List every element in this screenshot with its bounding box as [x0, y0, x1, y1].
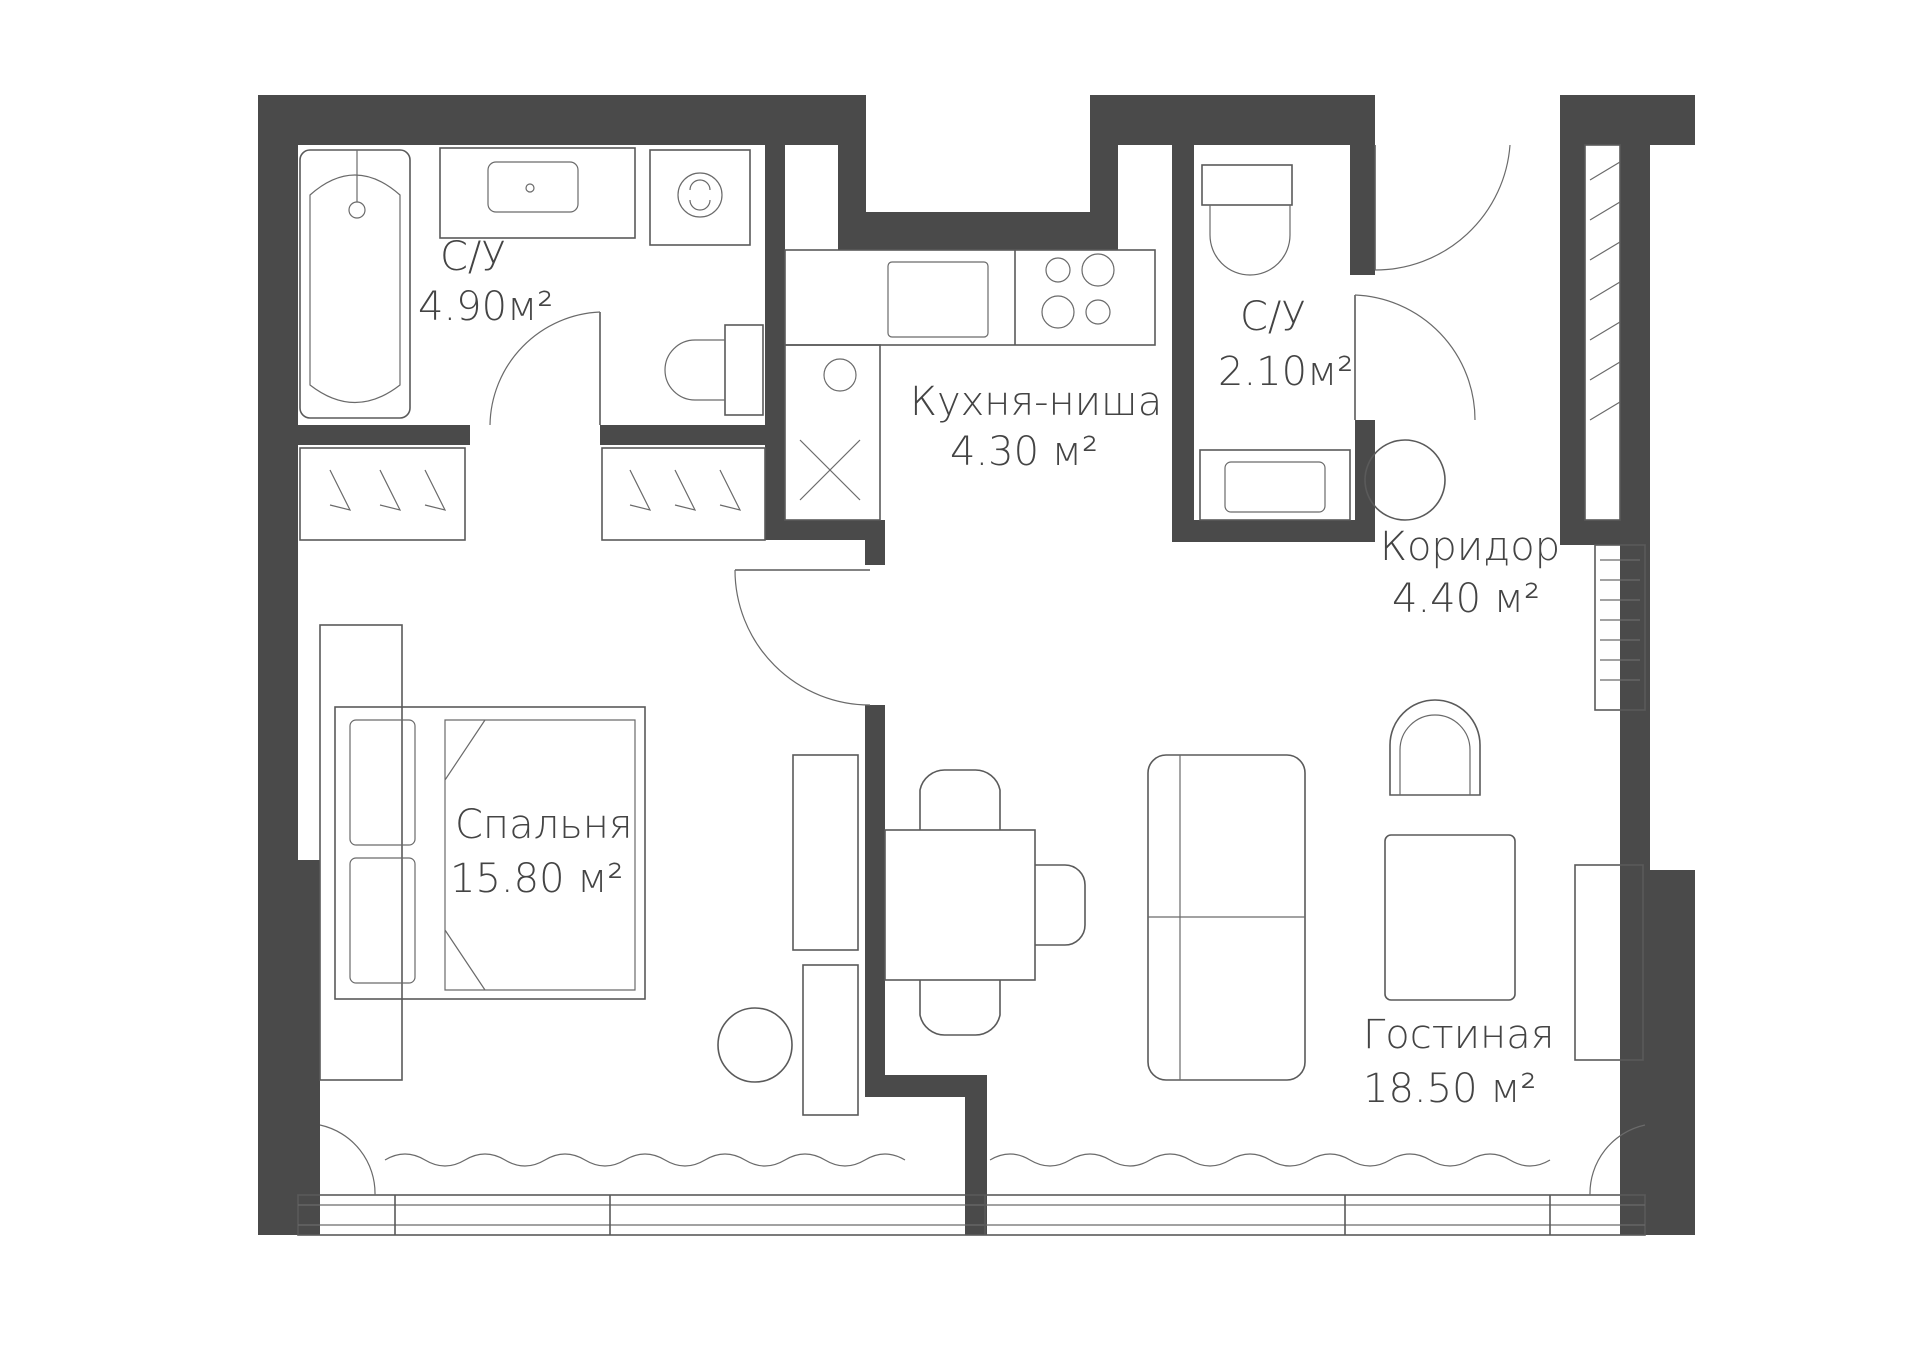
kitchen-area: 4.30 м² [950, 429, 1098, 475]
corridor-name: Коридор [1380, 524, 1560, 570]
toilet-icon [1201, 164, 1293, 276]
room-labels: С/У 4.90м² Кухня-ниша 4.30 м² С/У 2.10м²… [418, 234, 1560, 1112]
hanger-icon [1584, 144, 1621, 521]
living-area: 18.50 м² [1363, 1066, 1536, 1112]
sink-icon [439, 147, 636, 239]
table-icon [884, 829, 1036, 981]
washing-machine-icon [649, 149, 751, 246]
table-icon [1364, 439, 1446, 521]
door-icon [319, 1124, 1646, 1196]
armchair-icon [1389, 699, 1481, 796]
sofa-icon [1147, 754, 1306, 1081]
bath1-name: С/У [440, 234, 506, 280]
curtain-icon [384, 1153, 1551, 1167]
bathtub-icon [299, 149, 411, 419]
washing-machine-icon [784, 344, 881, 521]
table-icon [1384, 834, 1516, 1001]
door-icon [489, 311, 601, 426]
bath2-area: 2.10м² [1218, 349, 1353, 395]
windows [297, 1194, 1646, 1236]
bath2-name: С/У [1240, 294, 1306, 340]
table-icon [1574, 864, 1644, 1061]
door-icon [1354, 294, 1476, 421]
stove-icon [1041, 253, 1115, 329]
hanger-icon [299, 447, 466, 541]
kitchen-name: Кухня-ниша [910, 379, 1162, 425]
living-name: Гостиная [1363, 1012, 1554, 1058]
bath1-area: 4.90м² [418, 284, 553, 330]
bedroom-area: 15.80 м² [450, 856, 623, 902]
corridor-area: 4.40 м² [1392, 576, 1540, 622]
bedroom-name: Спальня [455, 802, 633, 848]
table-icon [717, 754, 859, 1116]
sink-icon [1199, 449, 1351, 521]
toilet-icon [664, 324, 764, 416]
hanger-icon [601, 447, 766, 541]
hanger-icon [1594, 544, 1646, 711]
walls [258, 95, 1695, 1235]
door-icon [1374, 144, 1511, 271]
door-icon [734, 569, 871, 706]
chair-icon [919, 769, 1086, 1036]
bed-icon [319, 624, 646, 1081]
sink-icon [784, 249, 1156, 346]
